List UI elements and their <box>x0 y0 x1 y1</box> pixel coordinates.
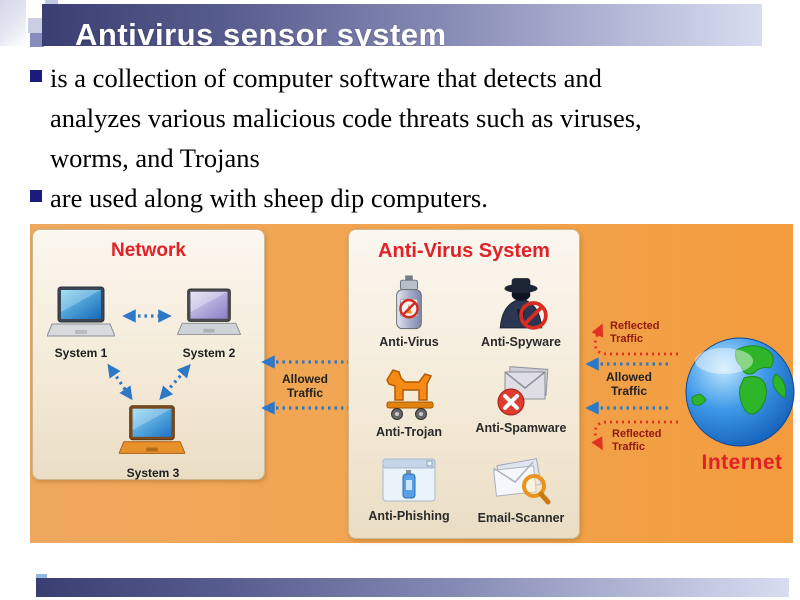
tool-label: Anti-Trojan <box>376 425 442 439</box>
mail-magnifier-icon <box>493 458 551 505</box>
bullet-list: is a collection of computer software tha… <box>28 58 778 218</box>
footer-bar <box>36 578 789 597</box>
tool-emailscanner: Email-Scanner <box>466 454 576 525</box>
title-bar: Antivirus sensor system <box>42 4 762 46</box>
spy-icon <box>499 278 548 330</box>
tool-antispamware: Anti-Spamware <box>466 364 576 435</box>
bullet-1-line-2: analyzes various malicious code threats … <box>50 103 642 133</box>
browser-spray-icon <box>382 458 436 502</box>
tool-antivirus: Anti-Virus <box>354 274 464 349</box>
antivirus-panel-title: Anti-Virus System <box>378 240 550 262</box>
tool-label: Email-Scanner <box>477 511 565 525</box>
trojan-horse-icon <box>386 369 434 420</box>
deco-square-purple <box>30 33 44 47</box>
network-panel-title: Network <box>111 240 186 261</box>
tool-antiphishing: Anti-Phishing <box>354 454 464 523</box>
allowed-traffic-label-middle: Allowed Traffic <box>281 372 328 400</box>
network-panel: Network <box>32 229 265 480</box>
system3-label: System 3 <box>126 466 180 480</box>
deco-square-gray <box>28 18 43 33</box>
tool-antitrojan: Anti-Trojan <box>354 364 464 439</box>
tool-label: Anti-Phishing <box>368 509 450 523</box>
tool-label: Anti-Virus <box>379 335 439 349</box>
bullet-square-icon <box>30 70 42 82</box>
spray-can-icon <box>396 275 422 330</box>
internet-label: Internet <box>701 451 783 474</box>
reflected-traffic-label-top: Reflected Traffic <box>610 320 660 345</box>
system1-label: System 1 <box>54 346 108 360</box>
spam-mail-icon <box>497 366 549 416</box>
tool-antispyware: Anti-Spyware <box>466 274 576 349</box>
bullet-item-2: are used along with sheep dip computers. <box>28 178 778 218</box>
tool-label: Anti-Spyware <box>481 335 561 349</box>
antivirus-diagram: Network <box>30 224 795 543</box>
bullet-item-1: is a collection of computer software tha… <box>28 58 778 178</box>
system2-label: System 2 <box>182 346 236 360</box>
laptop-icon-system3 <box>119 405 185 454</box>
bullet-2-line-1: are used along with sheep dip computers. <box>50 183 488 213</box>
laptop-icon-system2 <box>177 288 241 335</box>
bullet-1-line-1: is a collection of computer software tha… <box>50 63 602 93</box>
bullet-1-line-3: worms, and Trojans <box>50 143 260 173</box>
tool-label: Anti-Spamware <box>475 421 567 435</box>
slide-title: Antivirus sensor system <box>75 17 447 46</box>
corner-gradient-strip <box>0 0 26 46</box>
laptop-icon-system1 <box>47 286 115 337</box>
antivirus-panel: Anti-Virus System Anti-Virus <box>348 229 580 539</box>
internet-globe-icon <box>685 337 795 447</box>
reflected-traffic-label-bottom: Reflected Traffic <box>612 428 662 453</box>
bullet-square-icon <box>30 190 42 202</box>
allowed-traffic-label-right: Allowed Traffic <box>605 370 652 398</box>
